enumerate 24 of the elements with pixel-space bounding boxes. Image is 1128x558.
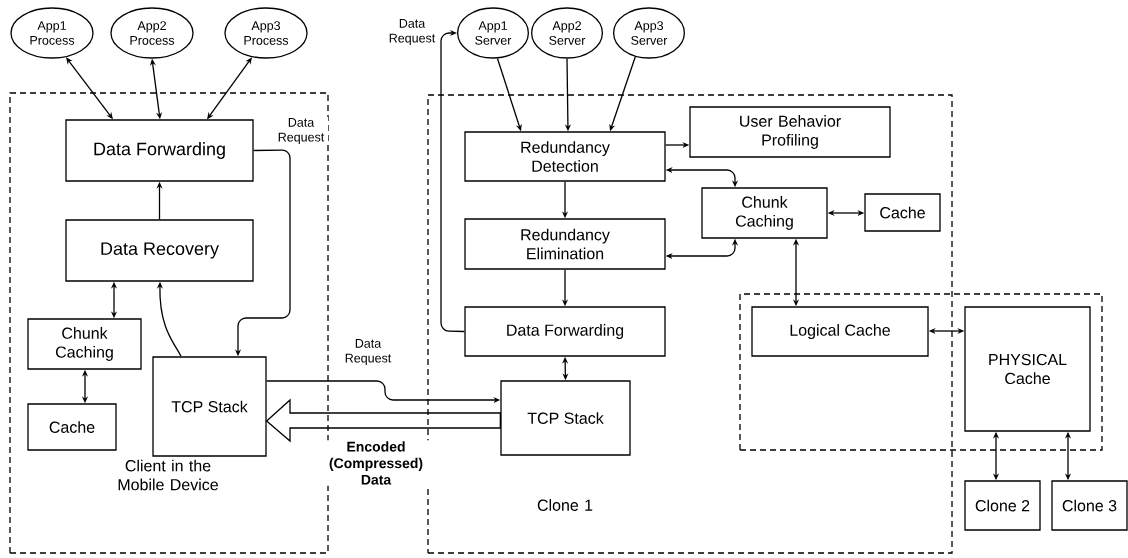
process-box: Chunk Caching [27,318,142,370]
process-box: Data Recovery [65,219,254,282]
process-box: Data Forwarding [464,306,666,357]
process-box: TCP Stack [152,356,267,457]
region-label: Client in the Mobile Device [118,459,218,491]
process-box: Data Forwarding [65,119,254,182]
process-box: User Behavior Profiling [689,106,891,158]
edge-label: Data Request [385,18,439,46]
process-box: TCP Stack [500,380,631,456]
process-box: PHYSICAL Cache [964,306,1091,432]
process-box: Clone 2 [964,480,1041,531]
process-box: Cache [864,193,941,232]
process-box: Chunk Caching [701,187,828,239]
dashed-region [739,293,1103,451]
arrow [440,29,465,333]
edge-label: Data Request [337,338,399,366]
process-box: Cache [27,403,117,451]
region-label: Clone 1 [537,499,593,511]
process-box: Redundancy Elimination [464,218,666,270]
edge-label: Data Request [274,117,328,145]
process-box: Logical Cache [751,306,929,357]
edge-label: Encoded (Compressed) Data [320,440,432,486]
process-box: Clone 3 [1051,480,1128,531]
process-box: Redundancy Detection [464,131,666,182]
